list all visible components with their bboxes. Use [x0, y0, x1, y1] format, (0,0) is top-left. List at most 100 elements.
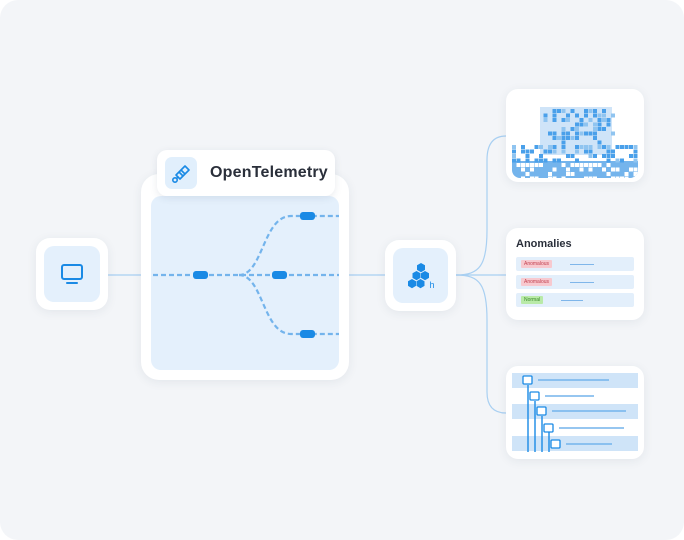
heatmap-cell — [588, 167, 593, 172]
heatmap-cell — [561, 131, 566, 136]
heatmap-cell — [584, 109, 588, 113]
heatmap-cell — [552, 113, 557, 118]
heatmap-cell — [633, 176, 638, 178]
anomalies-card[interactable]: Anomalies Anomalous Anomalous Normal — [506, 228, 644, 320]
row-value-line — [570, 281, 594, 283]
heatmap-cell — [525, 172, 530, 176]
heatmap-cell — [548, 149, 552, 154]
heatmap-cell — [552, 136, 557, 140]
heatmap-cell — [579, 167, 584, 172]
heatmap-cell — [548, 176, 552, 178]
heatmap-cell — [593, 176, 597, 178]
heatmap-cell — [615, 145, 620, 149]
heatmap-cell — [548, 172, 552, 176]
heatmap-cell — [606, 158, 611, 163]
processor-node[interactable]: h — [385, 240, 456, 311]
heatmap-cell — [597, 140, 602, 145]
heatmap-cell — [530, 167, 534, 172]
heatmap-cell — [593, 113, 597, 118]
heatmap-cell — [611, 167, 615, 172]
heatmap-cell — [534, 158, 539, 163]
heatmap-cell — [530, 163, 534, 167]
heatmap-cell — [525, 154, 530, 158]
source-node-panel — [44, 246, 100, 302]
heatmap-cell — [575, 158, 579, 163]
anomalies-title: Anomalies — [516, 238, 572, 250]
heatmap-cell — [633, 145, 638, 149]
heatmap-cell — [611, 154, 615, 158]
heatmap-cell — [588, 154, 593, 158]
telescope-icon — [165, 157, 197, 189]
heatmap-cell — [615, 167, 620, 172]
heatmap-cell — [579, 118, 584, 122]
heatmap-cell — [602, 113, 606, 118]
anomaly-row[interactable]: Anomalous — [516, 275, 634, 289]
heatmap-cell — [584, 113, 588, 118]
heatmap-cell — [620, 176, 624, 178]
heatmap-cell — [516, 158, 521, 163]
heatmap-cell — [512, 149, 516, 154]
heatmap-cell — [521, 176, 525, 178]
heatmap-cell — [521, 149, 525, 154]
heatmap-cell — [534, 176, 539, 178]
heatmap-cell — [566, 167, 570, 172]
heatmap-cell — [512, 158, 516, 163]
heatmap-cell — [633, 149, 638, 154]
heatmap-cell — [534, 163, 539, 167]
anomaly-row[interactable]: Normal — [516, 293, 634, 307]
heatmap-cell — [579, 122, 584, 127]
heatmap-cell — [575, 136, 579, 140]
heatmap-cell — [566, 154, 570, 158]
heatmap-cell — [597, 122, 602, 127]
heatmap-cell — [606, 122, 611, 127]
heatmap-cell — [606, 149, 611, 154]
heatmap-cell — [539, 163, 543, 167]
heatmap-cell — [602, 145, 606, 149]
heatmap-cell — [593, 136, 597, 140]
heatmap-cell — [530, 149, 534, 154]
heatmap-cell — [516, 163, 521, 167]
heatmap-cell — [521, 163, 525, 167]
heatmap-cell — [525, 158, 530, 163]
heatmap-cell — [633, 172, 638, 176]
heatmap-cell — [606, 118, 611, 122]
heatmap-cell — [561, 140, 566, 145]
heatmap-cell — [512, 145, 516, 149]
heatmap-cell — [561, 149, 566, 154]
heatmap-cell — [575, 131, 579, 136]
heatmap-cell — [552, 167, 557, 172]
heatmap-cell — [570, 127, 575, 131]
heatmap-cell — [606, 145, 611, 149]
trace-card[interactable] — [506, 366, 644, 459]
heatmap-cell — [611, 113, 615, 118]
heatmap-cell — [552, 131, 557, 136]
heatmap-cell — [588, 176, 593, 178]
anomaly-row[interactable]: Anomalous — [516, 257, 634, 271]
heatmap-icon — [512, 107, 638, 178]
opentelemetry-box[interactable] — [141, 174, 349, 380]
heatmap-cell — [588, 149, 593, 154]
status-badge: Anomalous — [521, 278, 553, 286]
honeycomb-hexagon-icon: h — [407, 262, 434, 290]
span-marker — [193, 271, 208, 279]
processor-node-panel: h — [393, 248, 448, 303]
monitor-icon — [61, 264, 83, 284]
heatmap-cell — [633, 154, 638, 158]
heatmap-cell — [539, 158, 543, 163]
heatmap-cell — [575, 113, 579, 118]
heatmap-cell — [539, 154, 543, 158]
heatmap-card[interactable] — [506, 89, 644, 182]
heatmap-cell — [597, 127, 602, 131]
heatmap-cell — [566, 172, 570, 176]
heatmap-cell — [543, 158, 548, 163]
heatmap-cell — [570, 154, 575, 158]
heatmap-cell — [593, 163, 597, 167]
heatmap-cell — [615, 158, 620, 163]
heatmap-cell — [588, 131, 593, 136]
heatmap-cell — [579, 163, 584, 167]
heatmap-cell — [570, 172, 575, 176]
heatmap-cell — [561, 118, 566, 122]
source-node[interactable] — [36, 238, 108, 310]
heatmap-cell — [575, 122, 579, 127]
